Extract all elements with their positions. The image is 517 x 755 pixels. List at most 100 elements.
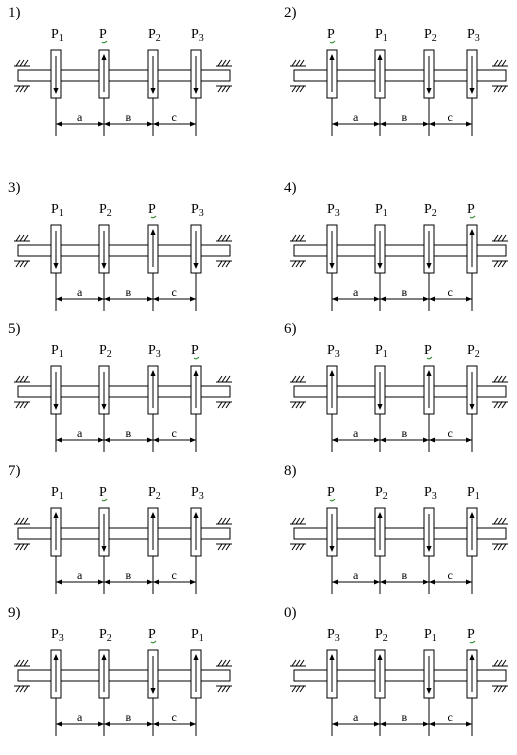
force-arrow-down-head [469,404,475,410]
force-label: P3 [191,27,204,44]
dim-arrow-left [153,721,159,727]
force-label: P [191,343,199,358]
force-label: P3 [191,485,204,502]
dimension-2: в [380,426,429,443]
dim-arrow-right [147,121,153,127]
dim-arrow-right [466,579,472,585]
pulley-3: P [147,627,159,736]
shaft [17,244,231,257]
dim-arrow-left [56,121,62,127]
force-label: P [148,627,156,642]
dim-arrow-right [423,296,429,302]
pulley-3: P2 [147,485,161,594]
pulley-1: P [326,485,338,594]
dim-arrow-right [190,121,196,127]
dimension-3: с [153,568,196,585]
force-label: P2 [99,627,112,644]
force-label: P2 [148,27,161,44]
left-support-hatch [290,659,306,693]
right-support-hatch [492,659,508,693]
pulley-1: P1 [50,485,64,594]
dim-arrow-right [466,721,472,727]
dimension-1: a [56,710,104,727]
dim-arrow-right [147,721,153,727]
dim-arrow-left [380,296,386,302]
diagram-number: 1) [8,5,21,21]
force-label: P1 [191,627,204,644]
pulley-4: P3 [190,485,204,594]
shaft [293,69,507,82]
dimension-3: с [153,110,196,127]
left-support-hatch [290,375,306,409]
force-arrow-up-head [150,229,156,235]
dim-arrow-right [190,579,196,585]
force-arrow-up-head [101,54,107,60]
force-arrow-down-head [193,263,199,269]
force-arrow-up-head [329,654,335,660]
pulley-2: P1 [374,202,388,311]
dim-arrow-right [466,437,472,443]
force-label: P [327,485,335,500]
force-label: P3 [148,343,161,360]
diagram-number: 9) [8,605,21,621]
left-support-hatch [290,517,306,551]
pulley-3: P3 [147,343,161,452]
dimension-2: в [380,568,429,585]
dimension-2: в [380,285,429,302]
left-support-hatch [290,234,306,268]
dimension-label: в [402,426,408,440]
force-label: P1 [375,202,388,219]
dimension-1: a [332,710,380,727]
pulley-1: P1 [50,202,64,311]
dim-arrow-left [56,296,62,302]
pulley-1: P1 [50,27,64,136]
dimension-label: a [353,710,359,724]
pulley-3: P2 [423,27,437,136]
pulley-3: P2 [147,27,161,136]
pulley-4: P2 [466,343,480,452]
force-arrow-down-head [101,546,107,552]
force-arrow-up-head [426,370,432,376]
shaft [293,385,507,398]
right-support-hatch [492,234,508,268]
right-support-hatch [492,375,508,409]
force-arrow-up-head [377,54,383,60]
dim-arrow-left [153,437,159,443]
force-arrow-up-head [150,370,156,376]
label-mark [469,640,476,644]
dimension-label: с [448,285,453,299]
dimension-label: a [77,110,83,124]
left-support-hatch [14,659,30,693]
force-label: P3 [424,485,437,502]
dimension-label: в [402,110,408,124]
dimension-label: с [172,426,177,440]
dimension-1: a [332,285,380,302]
pulley-4: P1 [466,485,480,594]
pulley-2: P1 [374,343,388,452]
force-label: P3 [327,343,340,360]
dimension-3: с [429,285,472,302]
force-label: P2 [424,27,437,44]
dimension-label: в [126,110,132,124]
dim-arrow-right [423,579,429,585]
force-label: P2 [424,202,437,219]
dim-arrow-right [423,437,429,443]
pulley-1: P [326,27,338,136]
pulley-1: P3 [50,627,64,736]
label-mark [329,40,336,44]
right-support-hatch [216,234,232,268]
force-arrow-down-head [377,263,383,269]
dim-arrow-left [153,296,159,302]
force-arrow-up-head [150,512,156,518]
force-label: P3 [327,202,340,219]
pulley-4: P1 [190,627,204,736]
dim-arrow-left [380,579,386,585]
diagram-number: 7) [8,463,21,479]
force-label: P3 [327,627,340,644]
force-label: P2 [99,343,112,360]
force-label: P2 [148,485,161,502]
diagram-number: 0) [284,605,297,621]
dim-arrow-left [332,296,338,302]
